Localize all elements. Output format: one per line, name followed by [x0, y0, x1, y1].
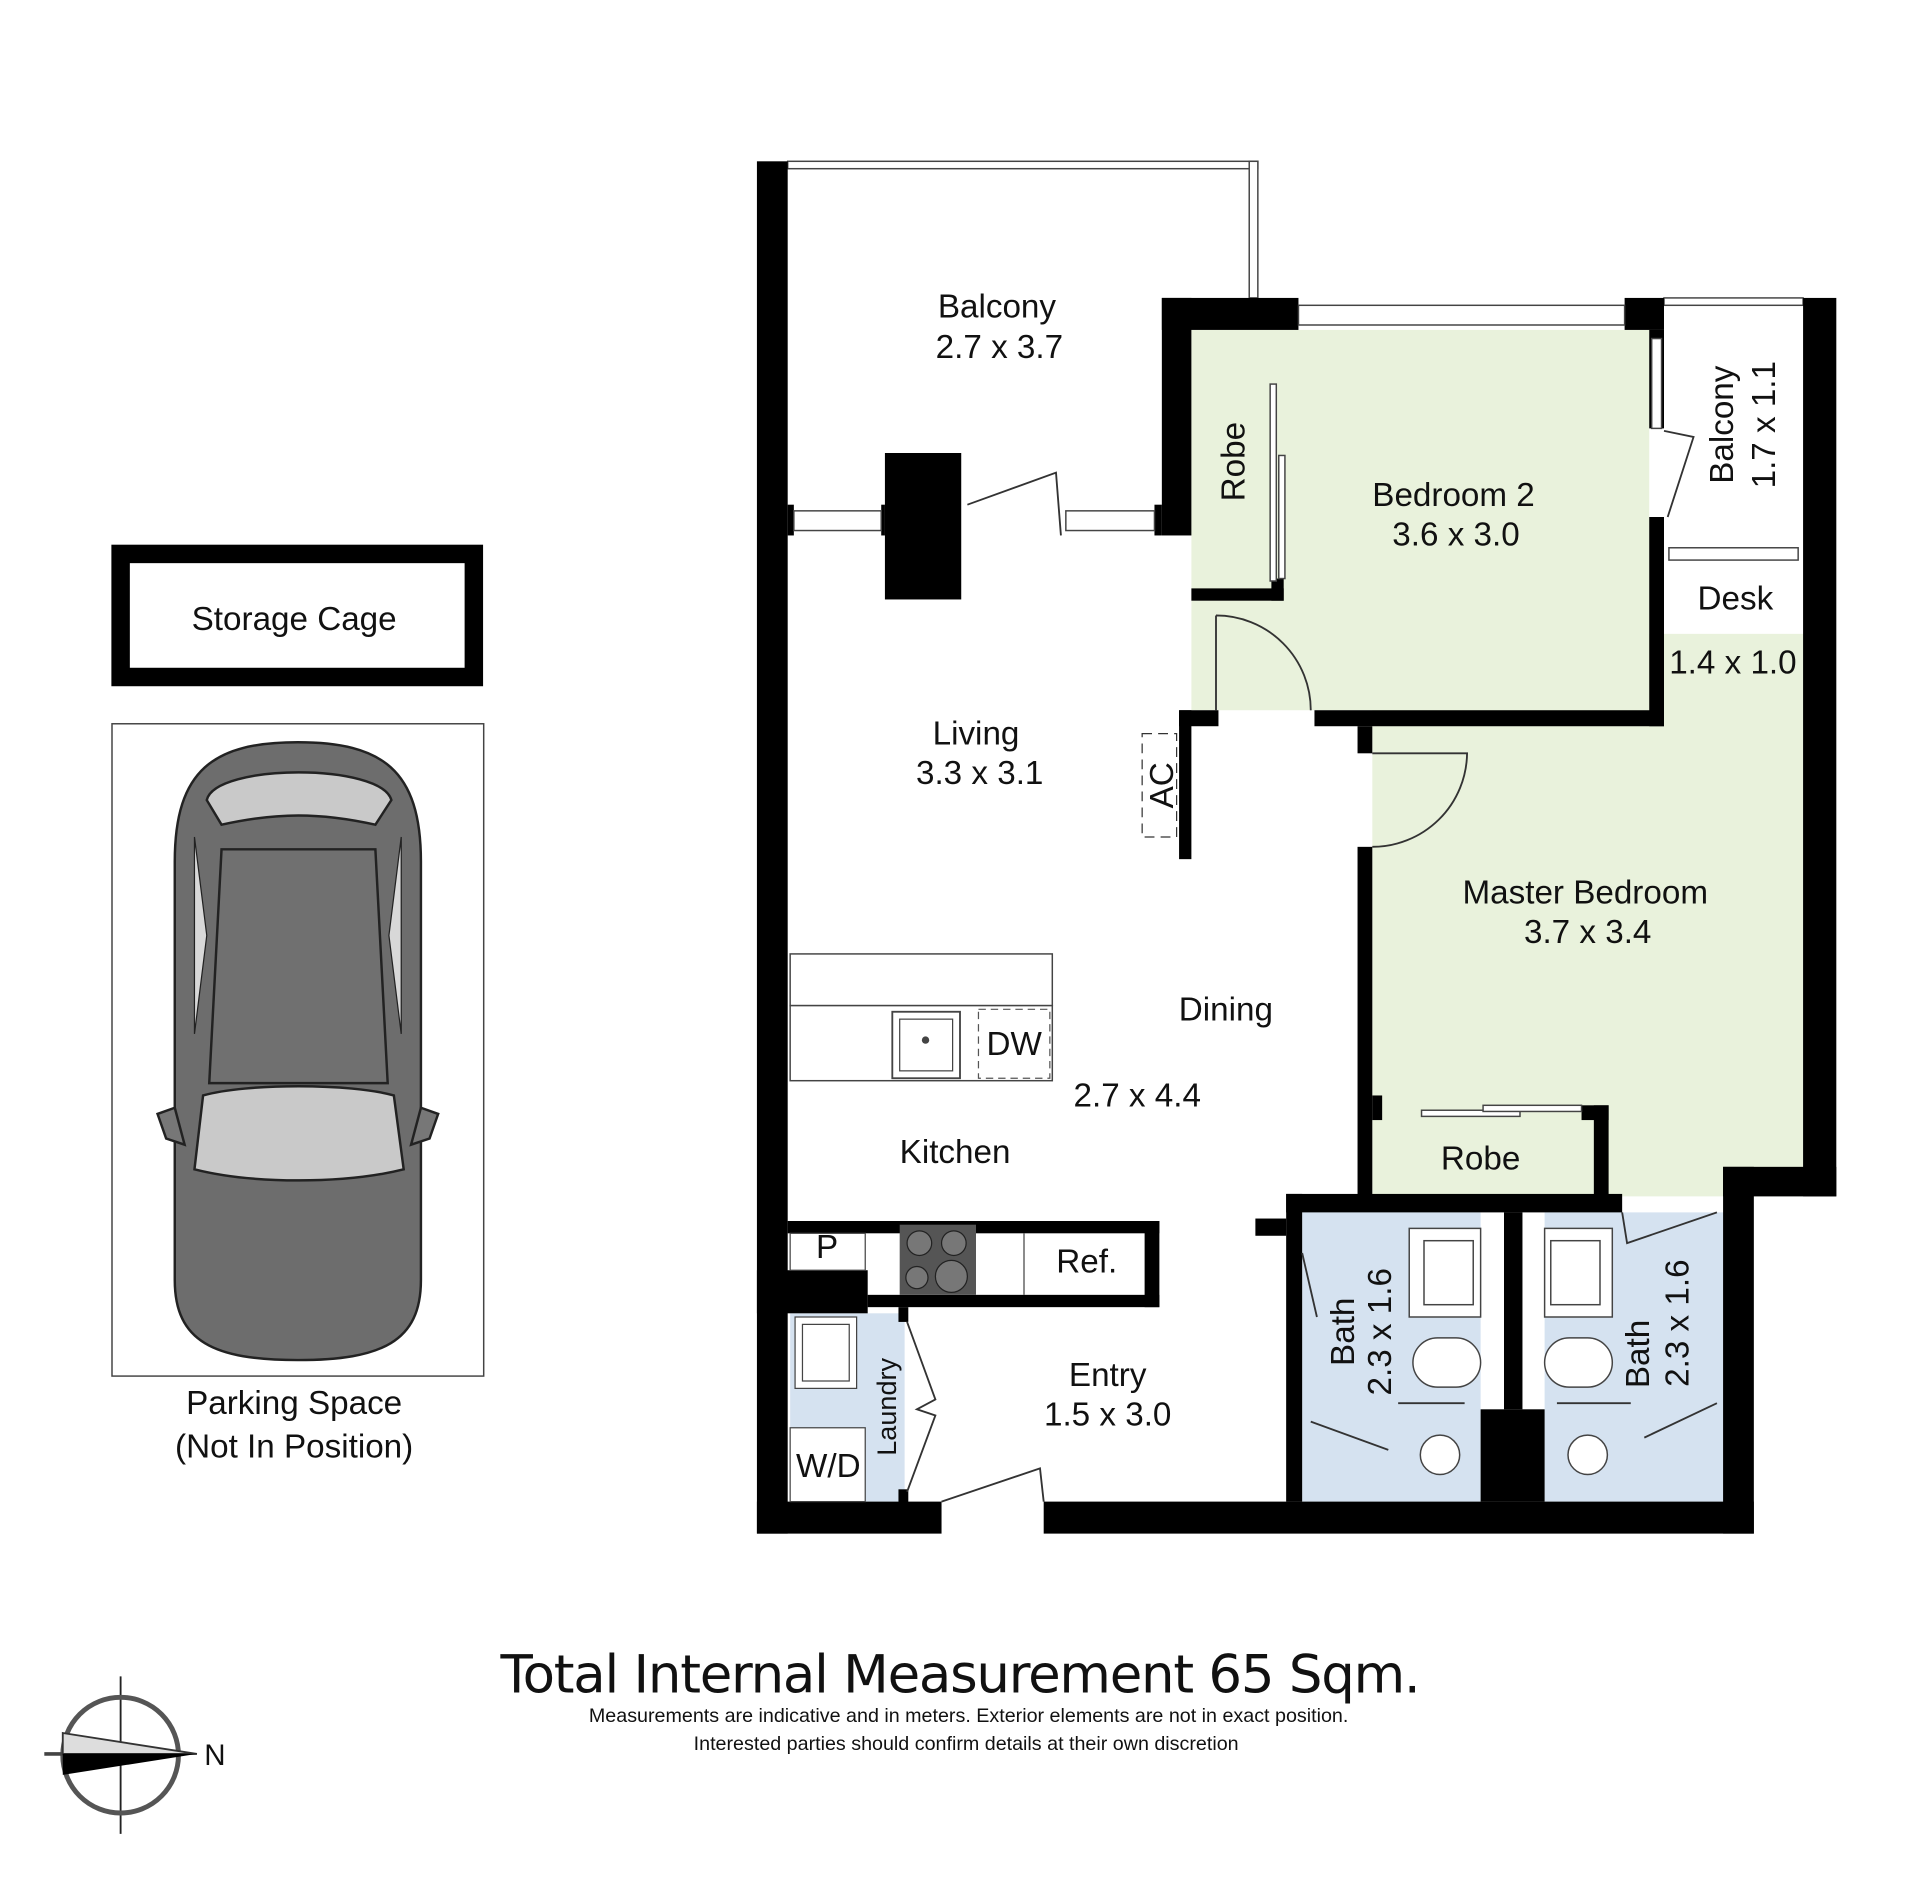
parking-space: Parking Space (Not In Position) [111, 723, 485, 1465]
bath2-name: Bath [1620, 1320, 1657, 1388]
entry-size: 1.5 x 3.0 [1044, 1396, 1171, 1433]
parking-line2: (Not In Position) [175, 1428, 413, 1465]
car-icon [155, 740, 440, 1362]
bath-fittings [1408, 1227, 1614, 1476]
living-size: 3.3 x 3.1 [916, 755, 1043, 792]
dining-name: Dining [1179, 991, 1273, 1028]
footer-note-1: Measurements are indicative and in meter… [589, 1705, 1348, 1727]
storage-label: Storage Cage [192, 601, 397, 638]
master-name: Master Bedroom [1462, 874, 1708, 911]
doors [906, 429, 1718, 1503]
pantry-label: P [816, 1229, 838, 1266]
dw-label: DW [986, 1026, 1042, 1063]
kitchen-fittings [789, 733, 1178, 1503]
laundry-sink-icon [794, 1316, 858, 1390]
ref-label: Ref. [1056, 1244, 1117, 1281]
balcony-railing [786, 160, 1804, 307]
room-labels: Balcony 2.7 x 3.7 Bedroom 2 3.6 x 3.0 Ro… [796, 289, 1797, 1485]
living-name: Living [933, 716, 1020, 753]
column [884, 453, 962, 600]
entry-name: Entry [1069, 1357, 1147, 1394]
balcony-small-size: 1.7 x 1.1 [1746, 361, 1783, 488]
compass-icon: N [44, 1676, 226, 1834]
desk-lower-fill [1664, 633, 1804, 727]
compass-north-label: N [204, 1739, 225, 1772]
bedroom2-size: 3.6 x 3.0 [1392, 516, 1519, 553]
robe1-label: Robe [1215, 422, 1252, 501]
desk-size: 1.4 x 1.0 [1669, 644, 1796, 681]
windows [793, 304, 1799, 1118]
bath1-size: 2.3 x 1.6 [1362, 1268, 1399, 1395]
balcony-main-size: 2.7 x 3.7 [936, 329, 1063, 366]
bath1-name: Bath [1325, 1298, 1362, 1366]
sink-icon [891, 1010, 961, 1080]
wd-label: W/D [796, 1448, 861, 1485]
total-measurement: Total Internal Measurement 65 Sqm. [500, 1644, 1420, 1705]
desk-name: Desk [1698, 580, 1774, 617]
laundry-label: Laundry [871, 1357, 902, 1455]
storage-cage: Storage Cage [111, 544, 484, 687]
bath2-size: 2.3 x 1.6 [1660, 1259, 1697, 1386]
robe2-label: Robe [1441, 1140, 1520, 1177]
dining-size: 2.7 x 4.4 [1074, 1078, 1201, 1115]
walls [756, 161, 1837, 1534]
footer-note-2: Interested parties should confirm detail… [694, 1733, 1239, 1755]
footer: Total Internal Measurement 65 Sqm. Measu… [500, 1644, 1421, 1755]
kitchen-name: Kitchen [900, 1134, 1011, 1171]
bedroom2-name: Bedroom 2 [1372, 477, 1535, 514]
master-size: 3.7 x 3.4 [1524, 914, 1651, 951]
balcony-main-name: Balcony [938, 289, 1057, 326]
ac-label: AC [1144, 762, 1181, 808]
parking-line1: Parking Space [186, 1385, 402, 1422]
balcony-small-name: Balcony [1704, 365, 1741, 484]
master-fill [1372, 633, 1804, 1197]
